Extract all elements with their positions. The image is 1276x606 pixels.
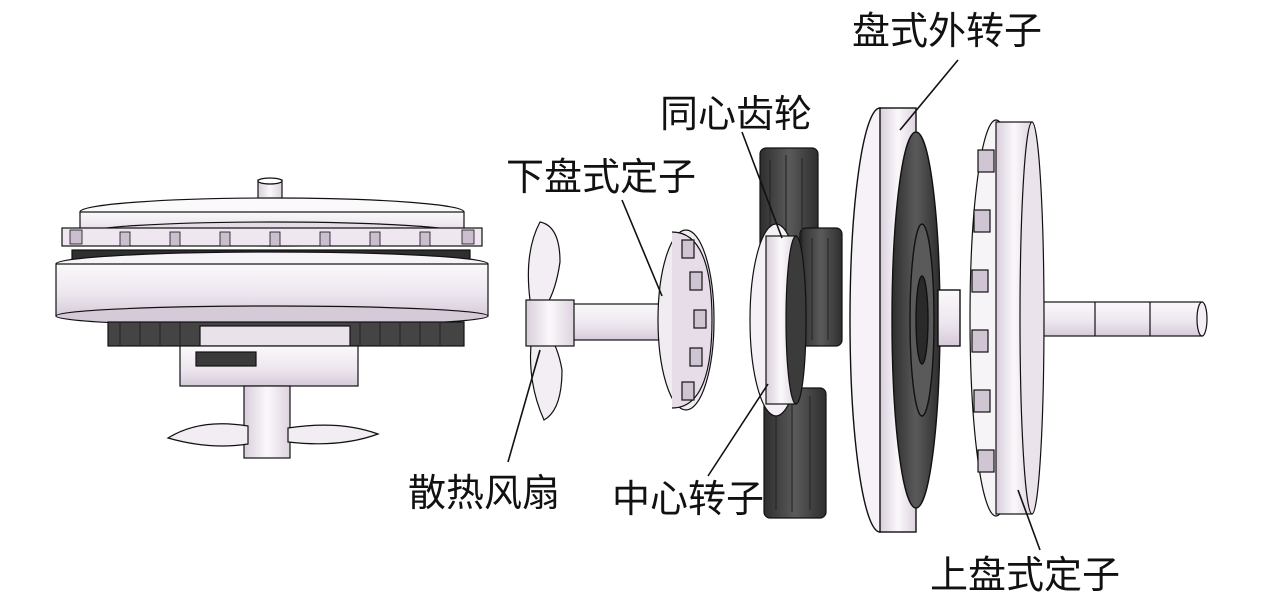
- label-outer-rotor: 盘式外转子: [852, 9, 1043, 53]
- exploded-shaft: [569, 301, 1208, 341]
- fan-blade-right: [287, 424, 380, 445]
- leader-center-rotor: [707, 383, 769, 477]
- fan-blade-left: [166, 423, 249, 447]
- leader-fan: [507, 349, 541, 463]
- leader-gear: [741, 131, 783, 239]
- disc-outer-rotor: [849, 107, 961, 533]
- assembled-motor: [55, 177, 489, 459]
- leader-outer-rotor: [899, 59, 959, 131]
- center-rotor: [749, 223, 807, 417]
- label-upper-stator: 上盘式定子: [930, 553, 1121, 597]
- label-concentric-gear: 同心齿轮: [660, 92, 813, 136]
- leader-lower-stator: [621, 199, 663, 297]
- label-center-rotor: 中心转子: [612, 477, 765, 521]
- cooling-fan: [525, 221, 575, 421]
- leader-lines: [507, 59, 1041, 551]
- leader-upper-stator: [1017, 489, 1041, 551]
- label-cooling-fan: 散热风扇: [408, 471, 561, 515]
- concentric-gears: [759, 147, 843, 519]
- label-lower-stator: 下盘式定子: [506, 155, 697, 199]
- lower-disc-stator: [657, 229, 715, 411]
- lower-shaft: [243, 385, 291, 459]
- upper-disc-stator: [969, 119, 1045, 517]
